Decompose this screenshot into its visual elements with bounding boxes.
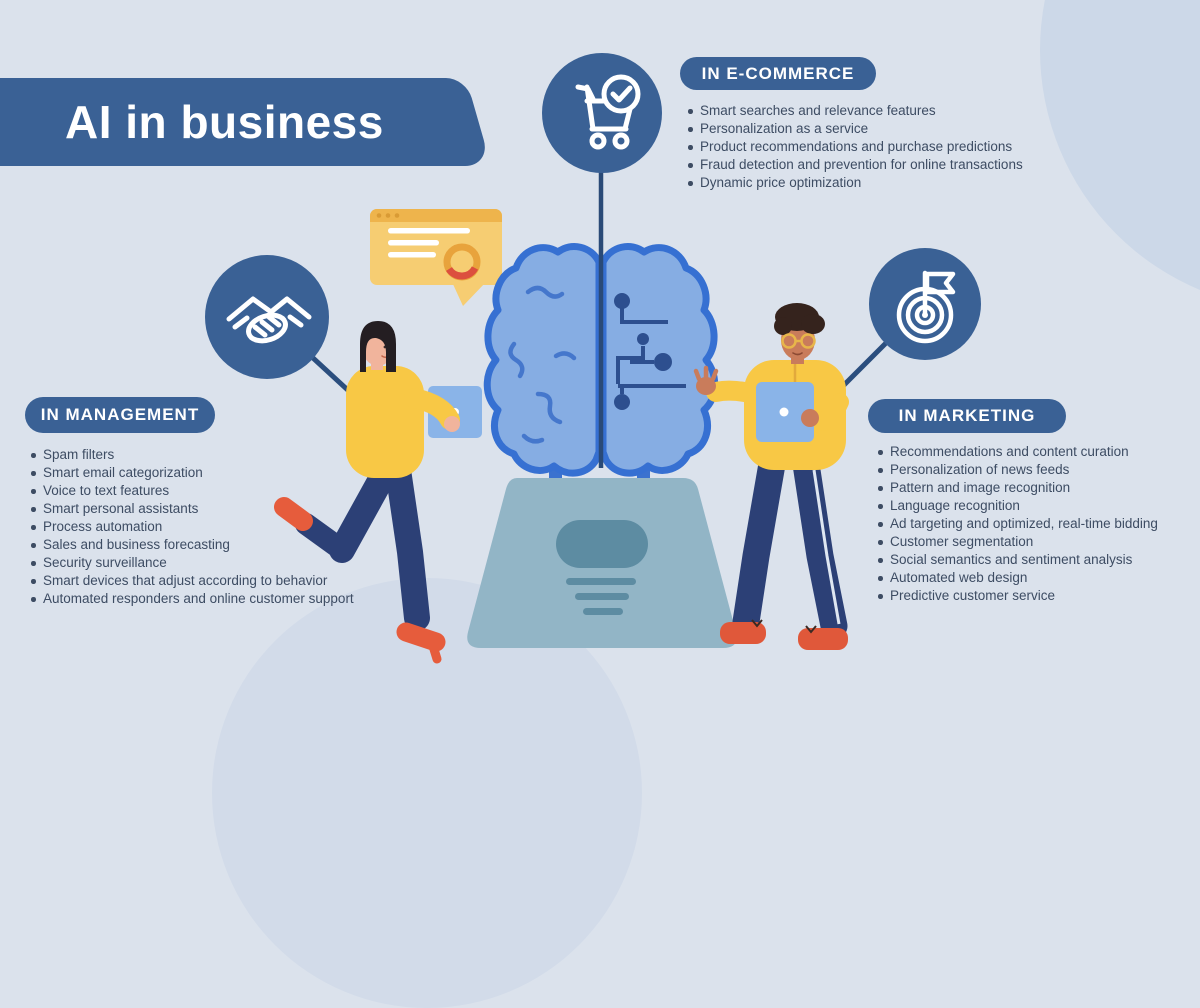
list-item: Smart personal assistants — [30, 500, 354, 518]
section-header-ecommerce: IN E-COMMERCE — [680, 57, 876, 90]
man-left-shoe — [720, 622, 766, 644]
section-header-ecommerce-label: IN E-COMMERCE — [701, 63, 855, 83]
list-item: Personalization as a service — [687, 120, 1023, 138]
pedestal-speaker — [556, 520, 648, 568]
brain-left-half — [483, 243, 603, 477]
woman-sweater — [346, 366, 424, 478]
woman-hand — [444, 416, 460, 432]
list-item: Spam filters — [30, 446, 354, 464]
list-item: Social semantics and sentiment analysis — [877, 551, 1158, 569]
list-item: Language recognition — [877, 497, 1158, 515]
brain-folds — [508, 285, 577, 444]
man-open-hand — [693, 365, 719, 395]
list-item: Smart email categorization — [30, 464, 354, 482]
list-item: Predictive customer service — [877, 587, 1158, 605]
man-illustration — [693, 303, 849, 650]
central-illustration — [274, 172, 888, 664]
woman-back-shoe — [274, 497, 313, 531]
browser-text-lines — [388, 228, 470, 258]
list-item: Customer segmentation — [877, 533, 1158, 551]
pedestal-lines — [566, 578, 636, 615]
list-item: Smart searches and relevance features — [687, 102, 1023, 120]
man-glasses — [781, 333, 816, 349]
section-header-management-label: IN MANAGEMENT — [40, 405, 200, 424]
man-right-shoe — [798, 628, 848, 650]
list-item: Process automation — [30, 518, 354, 536]
brain-illustration — [483, 172, 719, 482]
browser-header-bar — [370, 209, 502, 222]
section-header-marketing: IN MARKETING — [868, 399, 1066, 433]
title-banner: AI in business — [0, 78, 492, 166]
donut-chart-icon — [443, 243, 481, 281]
pedestal-illustration — [467, 478, 737, 648]
target-flag-icon — [896, 270, 956, 344]
page-title: AI in business — [65, 96, 384, 148]
ecommerce-icon-circle — [542, 53, 662, 173]
section-header-management: IN MANAGEMENT — [25, 397, 215, 433]
man-hair — [774, 303, 825, 335]
list-item: Recommendations and content curation — [877, 443, 1158, 461]
list-item: Pattern and image recognition — [877, 479, 1158, 497]
brain-circuits — [616, 308, 686, 394]
list-item: Automated web design — [877, 569, 1158, 587]
list-item: Ad targeting and optimized, real-time bi… — [877, 515, 1158, 533]
list-item: Voice to text features — [30, 482, 354, 500]
list-item: Smart devices that adjust according to b… — [30, 572, 354, 590]
man-hand — [801, 409, 819, 427]
list-item: Product recommendations and purchase pre… — [687, 138, 1023, 156]
browser-window-illustration — [370, 209, 502, 306]
list-item: Dynamic price optimization — [687, 174, 1023, 192]
marketing-icon-circle — [869, 248, 981, 360]
woman-hair — [360, 321, 396, 372]
woman-illustration — [274, 321, 482, 664]
circuit-nodes — [614, 293, 672, 410]
list-item: Automated responders and online customer… — [30, 590, 354, 608]
man-pants-stripe — [812, 469, 841, 625]
management-icon-circle — [205, 255, 329, 379]
handshake-icon — [226, 296, 312, 344]
section-header-marketing-label: IN MARKETING — [898, 406, 1036, 425]
woman-front-shoe — [396, 622, 446, 664]
list-item: Fraud detection and prevention for onlin… — [687, 156, 1023, 174]
browser-dots-icon — [376, 213, 400, 218]
list-item: Sales and business forecasting — [30, 536, 354, 554]
list-item: Security surveillance — [30, 554, 354, 572]
cart-check-icon — [575, 74, 641, 150]
list-item: Personalization of news feeds — [877, 461, 1158, 479]
